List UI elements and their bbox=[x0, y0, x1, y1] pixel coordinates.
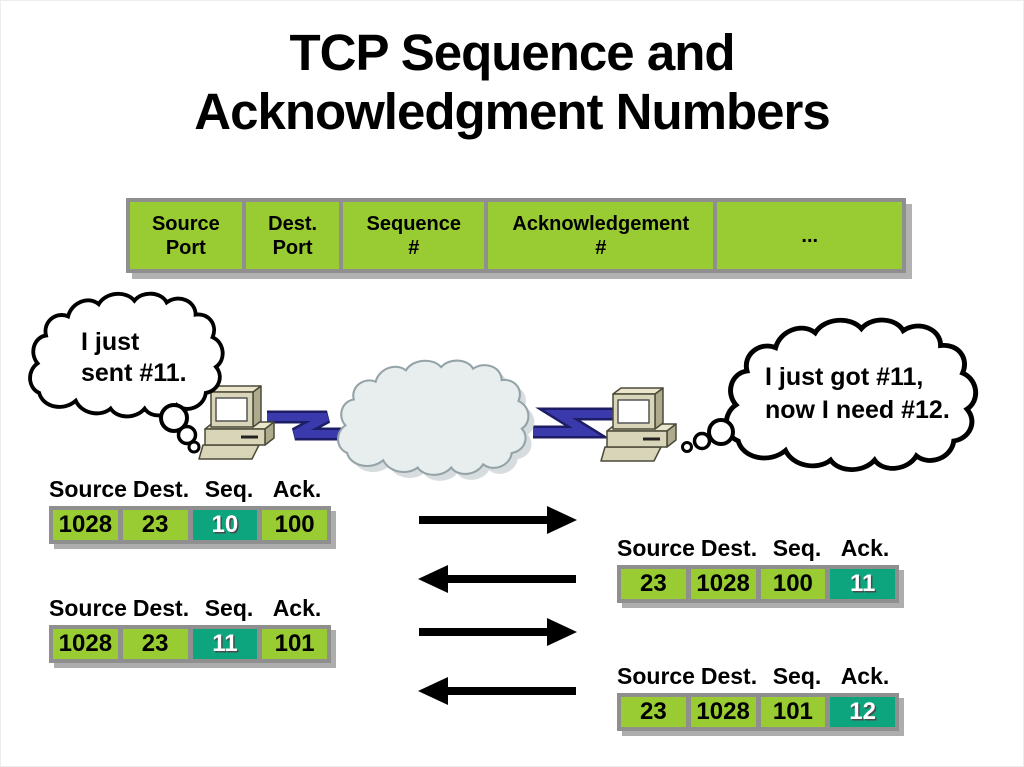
header-cell-ack: Acknowledgement # bbox=[488, 202, 714, 269]
segment-table-client-1: Source Dest. Seq. Ack. 1028 23 10 100 bbox=[49, 476, 331, 544]
network-cloud-icon bbox=[336, 359, 535, 481]
value-seq: 101 bbox=[760, 697, 826, 727]
header-cell-dest-port: Dest. Port bbox=[245, 202, 340, 269]
value-seq: 100 bbox=[760, 569, 826, 599]
col-ack: Ack. bbox=[272, 595, 322, 621]
thought-text-left: I just sent #11. bbox=[81, 327, 187, 389]
col-seq: Seq. bbox=[772, 663, 822, 689]
tcp-header-table: Source Port Dest. Port Sequence # Acknow… bbox=[126, 198, 906, 273]
col-source: Source bbox=[49, 476, 127, 502]
arrow-left-icon-2 bbox=[418, 677, 576, 705]
title-line-1: TCP Sequence and bbox=[289, 24, 735, 81]
thought-right-line-1: I just got #11, bbox=[765, 363, 924, 391]
value-seq: 10 bbox=[192, 510, 258, 540]
col-source: Source bbox=[49, 595, 127, 621]
computer-icon-right bbox=[599, 386, 678, 463]
value-ack: 101 bbox=[262, 629, 327, 659]
value-seq: 11 bbox=[192, 629, 258, 659]
value-dest: 1028 bbox=[690, 569, 756, 599]
arrow-left-icon-1 bbox=[418, 565, 576, 593]
value-ack: 11 bbox=[830, 569, 895, 599]
arrow-right-icon-1 bbox=[419, 506, 577, 534]
title-line-2: Acknowledgment Numbers bbox=[194, 83, 830, 140]
page-title: TCP Sequence and Acknowledgment Numbers bbox=[1, 23, 1023, 141]
segment-table-headers: Source Dest. Seq. Ack. bbox=[617, 663, 899, 690]
thought-bubble-left-icon bbox=[28, 291, 225, 454]
segment-row: 23 1028 101 12 bbox=[617, 693, 899, 731]
col-ack: Ack. bbox=[840, 535, 890, 561]
col-dest: Dest. bbox=[700, 663, 758, 689]
col-dest: Dest. bbox=[700, 535, 758, 561]
segment-table-client-2: Source Dest. Seq. Ack. 1028 23 11 101 bbox=[49, 595, 331, 663]
header-cell-source-port: Source Port bbox=[130, 202, 242, 269]
value-source: 23 bbox=[621, 569, 686, 599]
value-dest: 1028 bbox=[690, 697, 756, 727]
value-source: 1028 bbox=[53, 510, 118, 540]
segment-table-headers: Source Dest. Seq. Ack. bbox=[49, 595, 331, 622]
segment-row: 23 1028 100 11 bbox=[617, 565, 899, 603]
thought-right-line-2: now I need #12. bbox=[765, 396, 950, 424]
col-seq: Seq. bbox=[204, 476, 254, 502]
thought-left-line-1: I just bbox=[81, 328, 140, 356]
col-dest: Dest. bbox=[132, 595, 190, 621]
link-zigzag-left bbox=[267, 410, 346, 441]
value-ack: 12 bbox=[830, 697, 895, 727]
arrow-right-icon-2 bbox=[419, 618, 577, 646]
thought-text-right: I just got #11, now I need #12. bbox=[765, 361, 950, 427]
col-source: Source bbox=[617, 535, 695, 561]
thought-left-line-2: sent #11. bbox=[81, 359, 187, 387]
segment-table-headers: Source Dest. Seq. Ack. bbox=[49, 476, 331, 503]
value-dest: 23 bbox=[122, 510, 188, 540]
segment-table-headers: Source Dest. Seq. Ack. bbox=[617, 535, 899, 562]
col-ack: Ack. bbox=[272, 476, 322, 502]
col-ack: Ack. bbox=[840, 663, 890, 689]
header-cell-more: ... bbox=[717, 202, 902, 269]
col-dest: Dest. bbox=[132, 476, 190, 502]
header-cell-sequence: Sequence # bbox=[343, 202, 485, 269]
segment-table-server-2: Source Dest. Seq. Ack. 23 1028 101 12 bbox=[617, 663, 899, 731]
value-source: 1028 bbox=[53, 629, 118, 659]
link-zigzag-right bbox=[533, 407, 623, 439]
value-source: 23 bbox=[621, 697, 686, 727]
thought-bubble-right-icon bbox=[681, 320, 976, 470]
value-dest: 23 bbox=[122, 629, 188, 659]
col-source: Source bbox=[617, 663, 695, 689]
segment-row: 1028 23 11 101 bbox=[49, 625, 331, 663]
col-seq: Seq. bbox=[772, 535, 822, 561]
segment-row: 1028 23 10 100 bbox=[49, 506, 331, 544]
segment-table-server-1: Source Dest. Seq. Ack. 23 1028 100 11 bbox=[617, 535, 899, 603]
value-ack: 100 bbox=[262, 510, 327, 540]
computer-icon-left bbox=[197, 384, 276, 461]
col-seq: Seq. bbox=[204, 595, 254, 621]
